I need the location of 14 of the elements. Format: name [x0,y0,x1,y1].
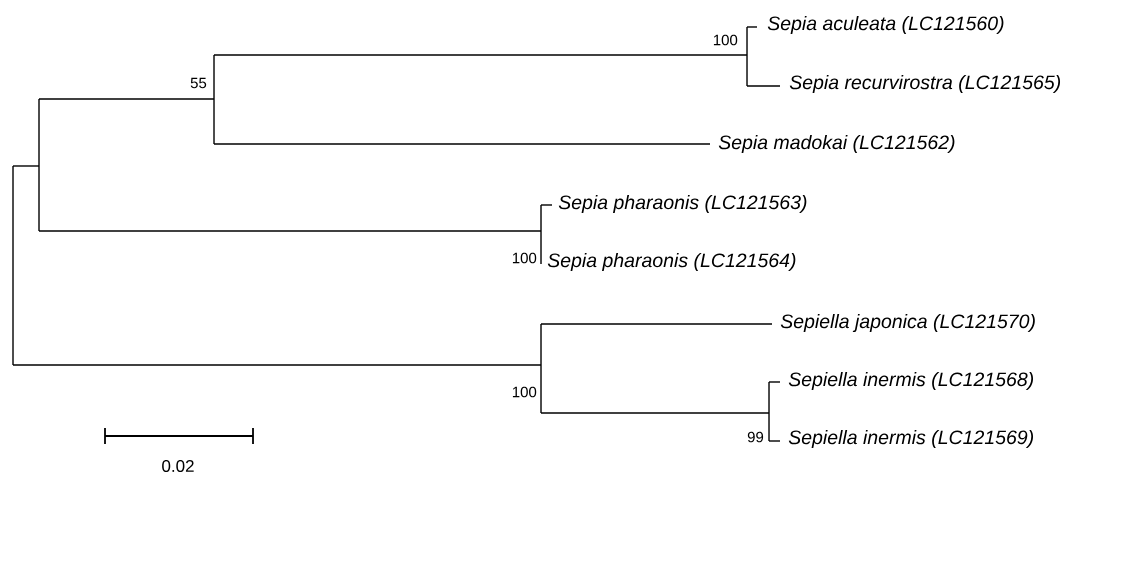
taxon-label: Sepiella inermis (LC121569) [788,429,1033,449]
taxon-label: Sepia pharaonis (LC121563) [558,194,807,214]
taxon-label: Sepiella japonica (LC121570) [780,313,1035,333]
scale-label: 0.02 [162,460,194,472]
taxon-label: Sepia recurvirostra (LC121565) [789,74,1061,94]
taxon-label: Sepiella inermis (LC121568) [788,371,1033,391]
bootstrap-value: 100 [512,252,537,264]
bootstrap-value: 55 [190,77,207,89]
bootstrap-value: 100 [713,34,738,46]
bootstrap-value: 99 [747,431,764,443]
bootstrap-value: 100 [512,386,537,398]
taxon-label: Sepia pharaonis (LC121564) [547,252,796,272]
taxon-label: Sepia aculeata (LC121560) [767,15,1004,35]
taxon-label: Sepia madokai (LC121562) [718,134,955,154]
